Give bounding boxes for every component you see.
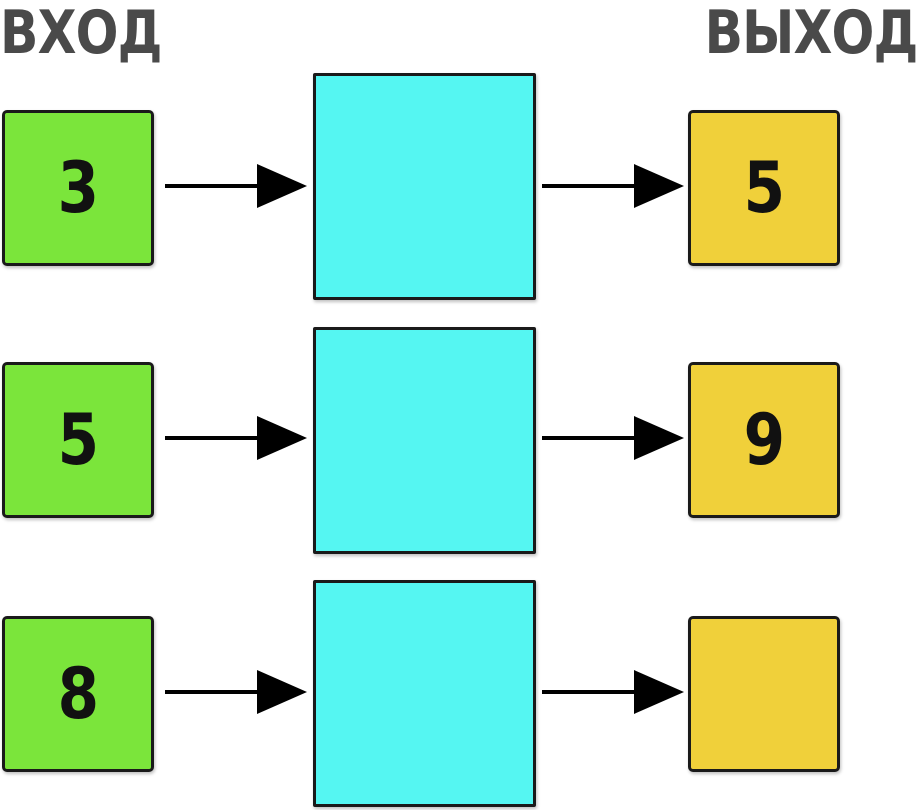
arrow-right-icon [542, 668, 687, 716]
output-box-3 [688, 616, 840, 772]
output-value-2: 9 [743, 399, 785, 481]
input-value-3: 8 [57, 653, 99, 735]
arrow-right-icon [165, 414, 310, 462]
arrow-right-icon [542, 162, 687, 210]
input-box-1: 3 [2, 110, 154, 266]
function-box-1 [313, 73, 536, 300]
function-box-2 [313, 327, 536, 554]
input-header: ВХОД [0, 0, 162, 68]
input-box-3: 8 [2, 616, 154, 772]
arrow-right-icon [542, 414, 687, 462]
function-box-3 [313, 580, 536, 807]
arrow-right-icon [165, 162, 310, 210]
input-value-1: 3 [57, 147, 99, 229]
input-box-2: 5 [2, 362, 154, 518]
output-box-1: 5 [688, 110, 840, 266]
arrow-right-icon [165, 668, 310, 716]
output-value-1: 5 [743, 147, 785, 229]
output-header: ВЫХОД [704, 0, 918, 68]
input-value-2: 5 [57, 399, 99, 481]
output-box-2: 9 [688, 362, 840, 518]
